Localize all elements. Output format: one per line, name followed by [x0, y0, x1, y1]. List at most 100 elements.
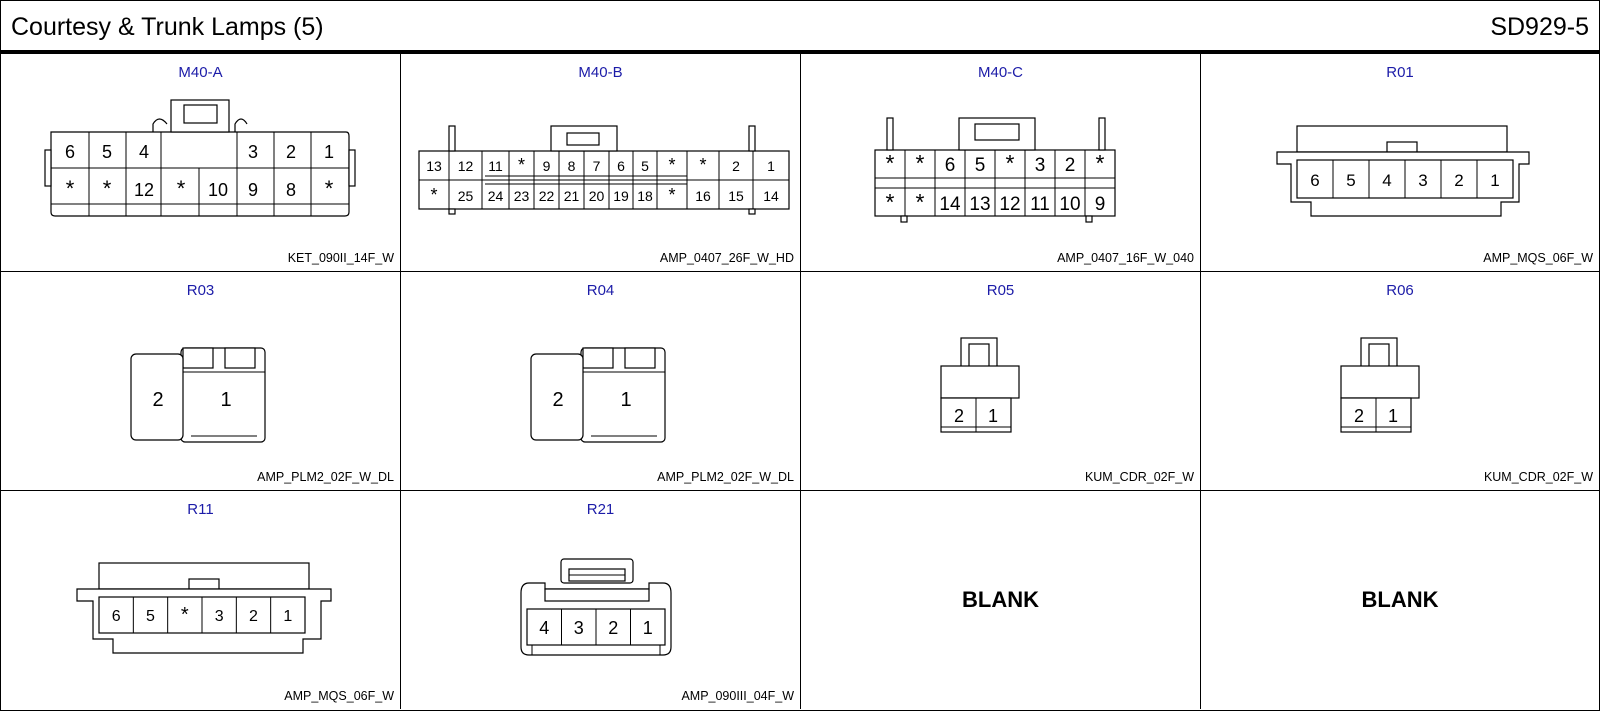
pin-label: 21: [564, 188, 580, 204]
pin-label: 13: [426, 158, 442, 174]
connector-cell-r06: R06 2 1 KUM_CDR_02F_W: [1201, 272, 1599, 491]
pin-label: 1: [1388, 406, 1398, 426]
pin-label: 7: [593, 158, 601, 174]
pin-label: 5: [146, 608, 155, 625]
blank-cell-1: BLANK: [801, 491, 1201, 709]
connector-drawing: 4 3 2 1: [520, 558, 672, 656]
pin-label: 16: [695, 188, 711, 204]
pin-label: *: [886, 150, 895, 176]
pin-label: 2: [1454, 171, 1463, 190]
pin-label: *: [325, 176, 334, 201]
connector-name: R01: [1386, 64, 1414, 81]
connector-name: M40-A: [178, 64, 223, 81]
pin-label: 8: [568, 158, 576, 174]
pin-label: 2: [954, 406, 964, 426]
header: Courtesy & Trunk Lamps (5) SD929-5: [1, 1, 1599, 54]
pin-label: 4: [539, 618, 549, 638]
connector-drawing: 2 1: [130, 347, 266, 443]
pin-label: *: [66, 176, 75, 201]
pin-label: 5: [641, 158, 649, 174]
pin-label: 11: [1030, 194, 1050, 215]
pin-label: 2: [608, 618, 618, 638]
pin-label: 5: [102, 142, 112, 162]
connector-type: AMP_MQS_06F_W: [1483, 251, 1593, 265]
pin-label: 5: [975, 155, 986, 176]
connector-name: R06: [1386, 282, 1414, 299]
pin-label: 14: [939, 194, 961, 215]
pin-label: 11: [488, 158, 503, 174]
pin-label: *: [1006, 150, 1015, 176]
pin-label: 10: [1059, 194, 1080, 215]
pin-label: 9: [543, 158, 551, 174]
pin-label: 13: [969, 194, 990, 215]
pin-label: 1: [324, 142, 334, 162]
blank-label: BLANK: [1361, 587, 1439, 612]
pin-label: 24: [488, 188, 504, 204]
page-code: SD929-5: [1490, 13, 1589, 41]
pin-label: 1: [643, 618, 653, 638]
connector-name: M40-B: [578, 64, 623, 81]
pin-label: *: [518, 155, 525, 175]
pin-label: 23: [514, 188, 530, 204]
pin-label: 9: [1095, 194, 1106, 215]
pin-label: 3: [1418, 171, 1427, 190]
blank-label: BLANK: [962, 587, 1039, 612]
pin-label: 12: [458, 158, 474, 174]
pin-label: 3: [1035, 155, 1046, 176]
connector-type: AMP_MQS_06F_W: [284, 689, 394, 703]
connector-type: AMP_PLM2_02F_W_DL: [657, 470, 794, 484]
pin-label: 3: [574, 618, 584, 638]
pin-label: 1: [283, 608, 292, 625]
connector-type: AMP_PLM2_02F_W_DL: [257, 470, 394, 484]
connector-drawing: 2 1: [1340, 337, 1420, 433]
connector-drawing: 2 1: [530, 347, 666, 443]
pin-label: 1: [988, 406, 998, 426]
pin-label: 4: [1382, 171, 1391, 190]
blank-cell-2: BLANK: [1201, 491, 1599, 709]
pin-label: 19: [613, 188, 629, 204]
connector-cell-r04: R04 2 1 AMP_PLM2_02F_W_DL: [401, 272, 801, 491]
connector-type: KUM_CDR_02F_W: [1084, 470, 1194, 484]
pin-label: 1: [220, 389, 231, 411]
pin-label: 12: [999, 194, 1020, 215]
pin-label: 5: [1346, 171, 1355, 190]
connector-name: R05: [986, 282, 1015, 299]
pin-label: 2: [286, 142, 296, 162]
connector-type: KUM_CDR_02F_W: [1483, 470, 1593, 484]
connector-name: R21: [586, 501, 615, 518]
pin-label: *: [916, 150, 925, 176]
pin-label: *: [886, 189, 895, 215]
pin-label: *: [177, 176, 186, 201]
pin-label: 2: [249, 608, 258, 625]
connector-name: M40-C: [977, 64, 1023, 81]
pin-label: *: [430, 185, 437, 205]
pin-label: 4: [139, 142, 149, 162]
connector-name: R04: [586, 282, 615, 299]
connector-cell-r03: R03 2 1 AMP_PLM2_02F_W_DL: [1, 272, 401, 491]
pin-label: 12: [134, 180, 154, 200]
pin-label: 2: [732, 158, 740, 174]
pin-label: 3: [248, 142, 258, 162]
connector-name: R11: [187, 501, 214, 518]
pin-label: 14: [763, 188, 779, 204]
pin-label: *: [916, 189, 925, 215]
connector-type: KET_090II_14F_W: [287, 251, 394, 265]
connector-cell-r05: R05 2 1 KUM_CDR_02F_W: [801, 272, 1201, 491]
pin-label: 6: [112, 608, 121, 625]
pin-labels: 4 3 2 1: [539, 618, 653, 638]
pin-label: *: [699, 155, 706, 175]
pin-label: *: [103, 176, 112, 201]
